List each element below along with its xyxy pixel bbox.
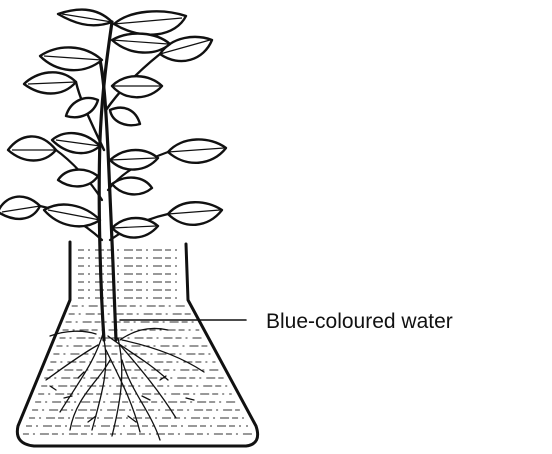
plant-leaves xyxy=(0,10,226,238)
leaf xyxy=(0,197,40,219)
leaf xyxy=(160,37,212,61)
leaf xyxy=(44,205,100,227)
water-in-flask xyxy=(23,250,252,434)
plant-roots xyxy=(46,328,204,440)
leaf xyxy=(8,136,56,160)
leaf xyxy=(112,178,152,195)
leaf xyxy=(66,98,98,117)
label-blue-coloured-water: Blue-coloured water xyxy=(266,310,453,333)
leaf xyxy=(110,108,140,126)
